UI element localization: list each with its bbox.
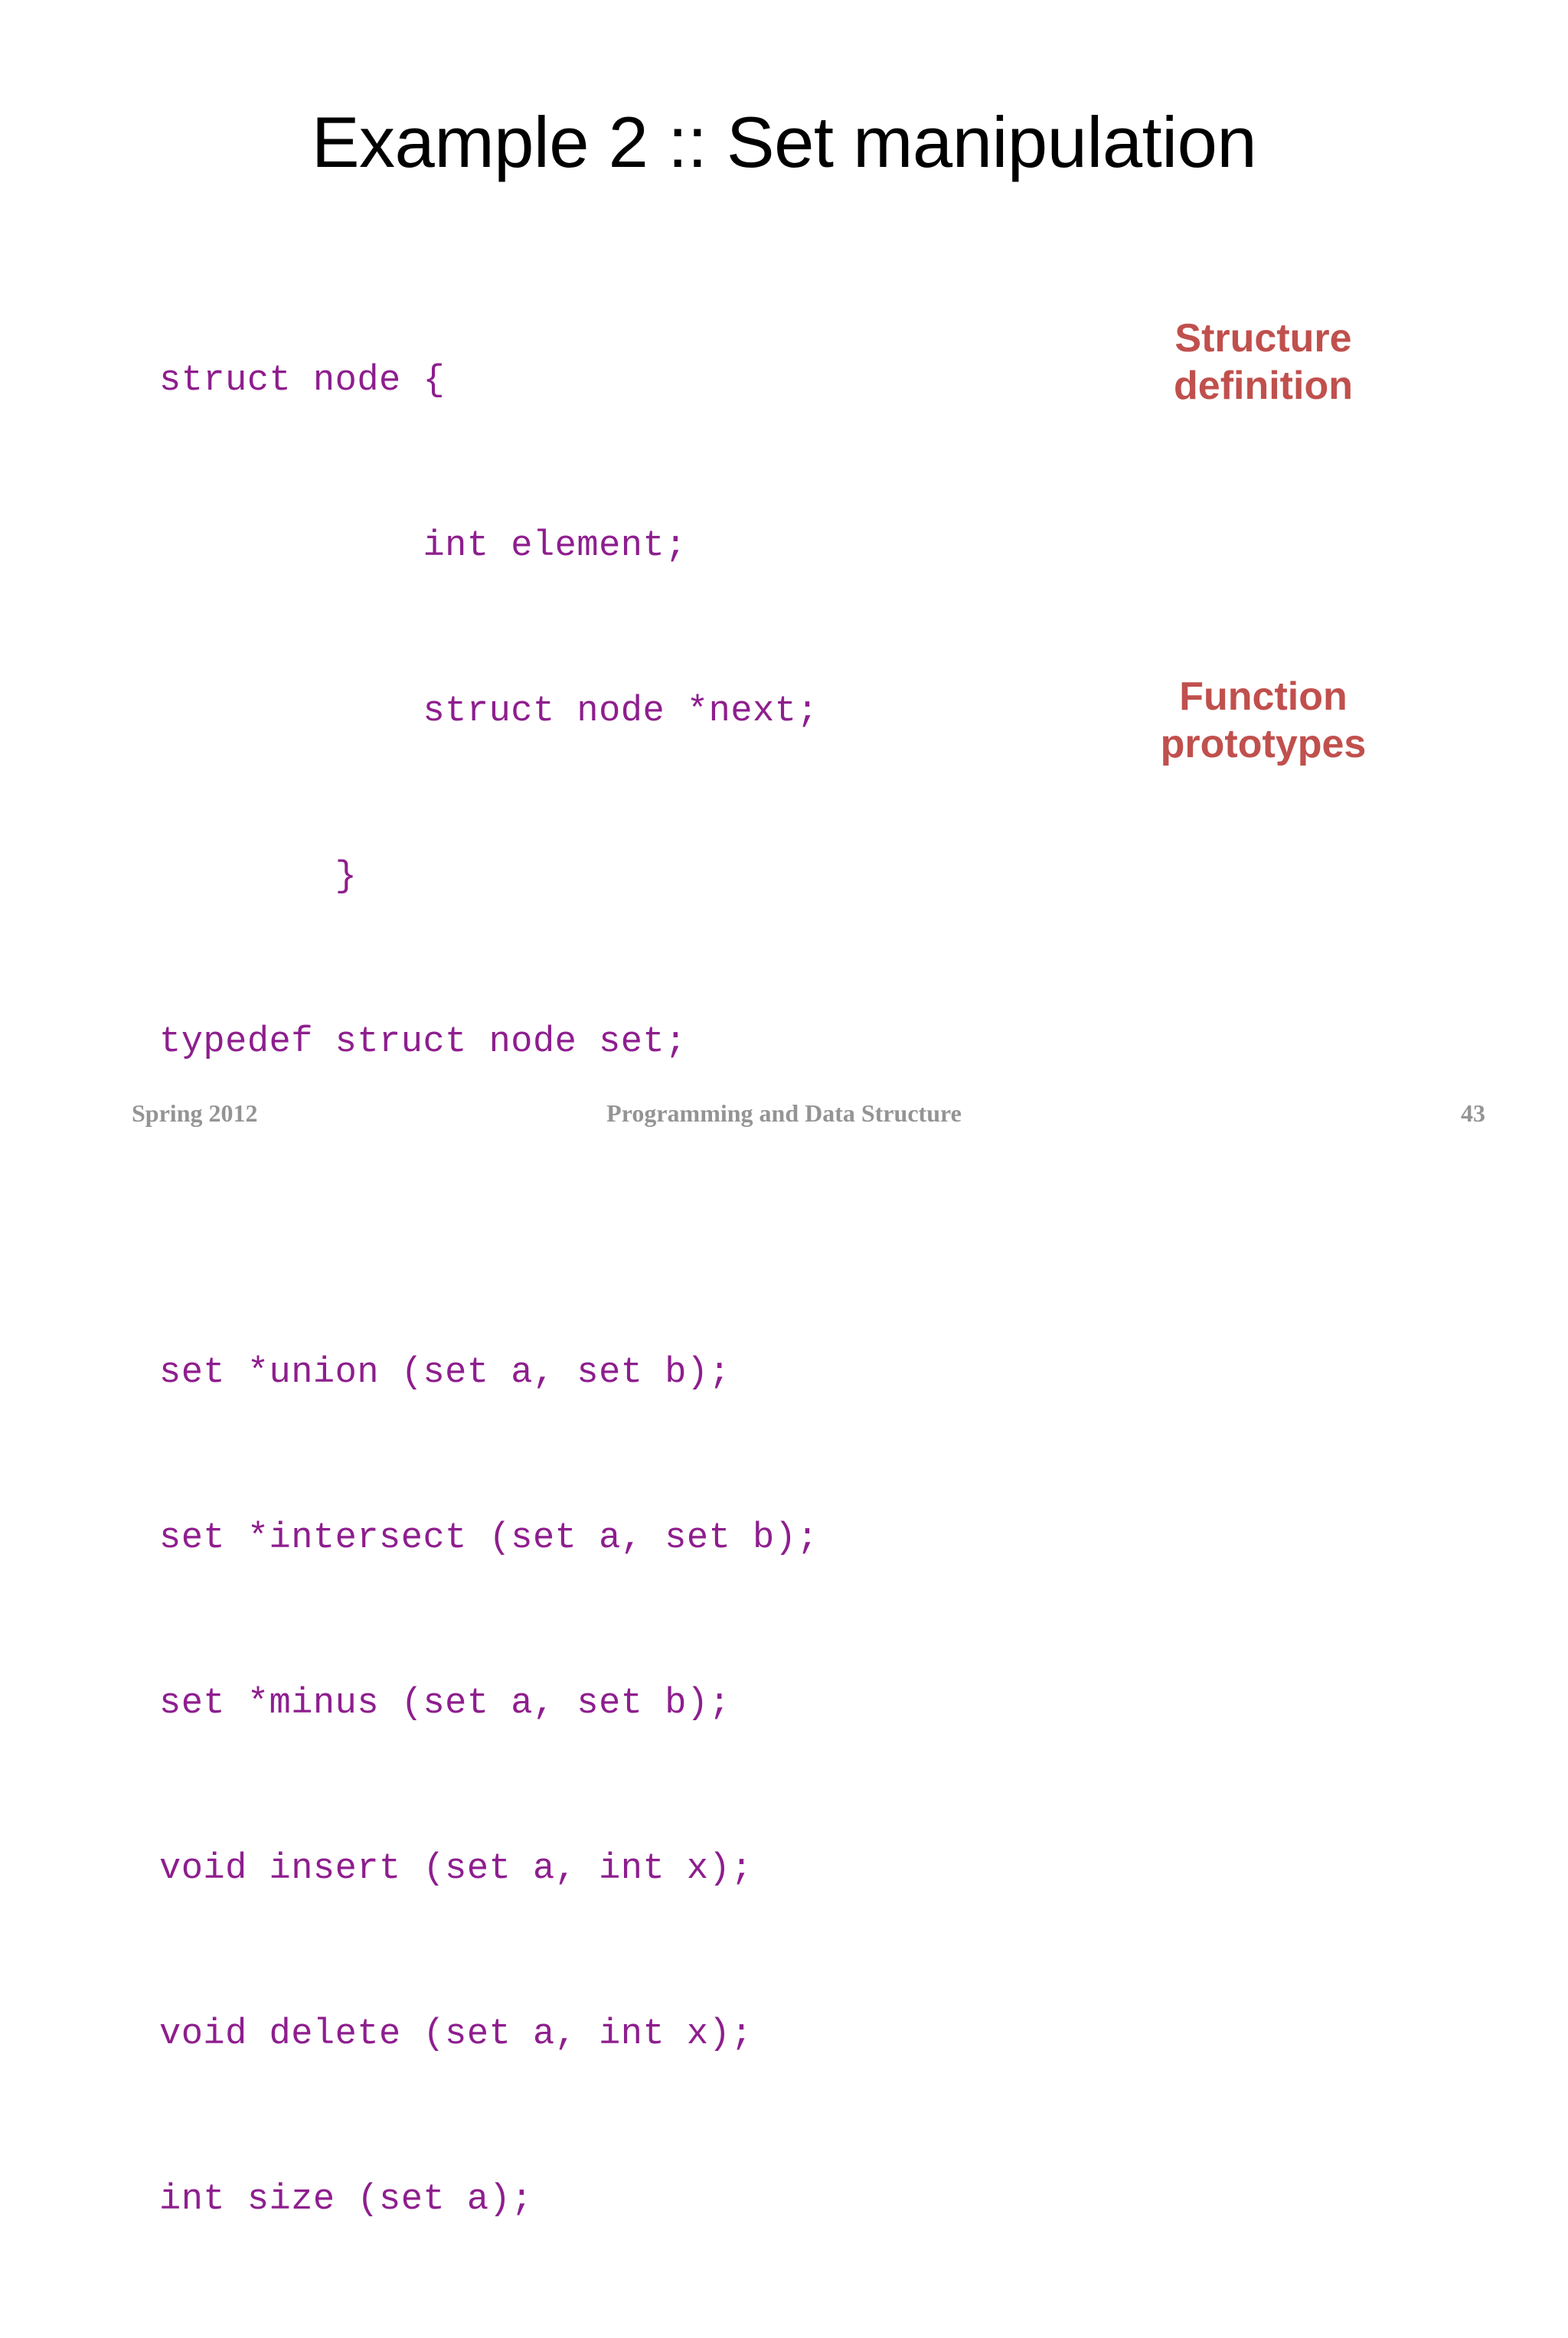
code-line: set *union (set a, set b);	[159, 1353, 731, 1393]
annotation-function-prototypes: Function prototypes	[1102, 674, 1424, 769]
code-line: }	[159, 857, 358, 897]
code-line: struct node *next;	[159, 691, 819, 732]
code-line: set *intersect (set a, set b);	[159, 1518, 819, 1559]
page-title: Example 2 :: Set manipulation	[311, 101, 1257, 182]
annotation-line: Structure	[1174, 316, 1352, 361]
annotation-structure-definition: Structure definition	[1102, 315, 1424, 410]
code-line: set *minus (set a, set b);	[159, 1683, 731, 1724]
code-line: struct node {	[159, 361, 446, 401]
code-line: int element;	[159, 526, 687, 567]
code-line: void insert (set a, int x);	[159, 1849, 753, 1889]
code-line: typedef struct node set;	[159, 1022, 687, 1063]
footer-course-title: Programming and Data Structure	[606, 1099, 962, 1127]
annotation-line: Function	[1179, 674, 1348, 719]
code-block: struct node { int element; struct node *…	[159, 243, 818, 2338]
slide-footer: Spring 2012 Programming and Data Structu…	[0, 1092, 1568, 1176]
code-line-blank	[159, 1180, 818, 1236]
annotation-line: definition	[1174, 363, 1353, 408]
footer-page-number: 43	[1461, 1099, 1485, 1127]
code-line: void delete (set a, int x);	[159, 2014, 753, 2055]
footer-term: Spring 2012	[132, 1099, 258, 1127]
slide-canvas: Example 2 :: Set manipulation struct nod…	[0, 101, 1568, 2220]
code-line: int size (set a);	[159, 2180, 533, 2220]
annotation-line: prototypes	[1160, 721, 1367, 766]
